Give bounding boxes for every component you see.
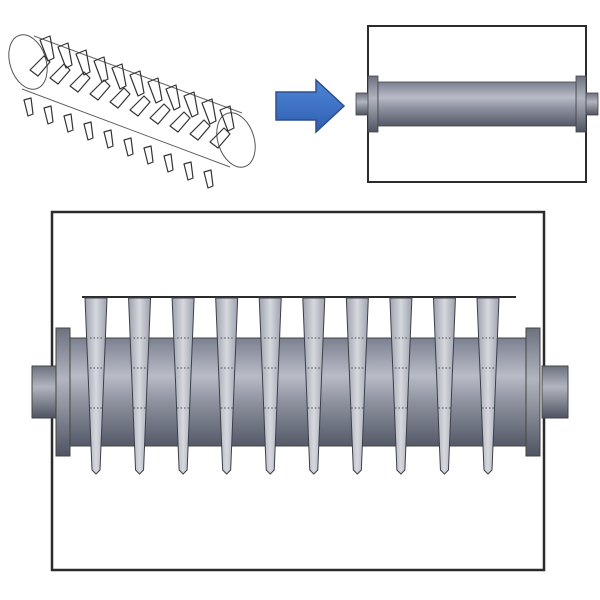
rotor-left-shaft	[31, 365, 57, 419]
rotor-tooth	[84, 297, 108, 475]
rotor-tooth	[128, 297, 152, 475]
flow-arrow	[275, 78, 346, 134]
wireframe-teeth-middle	[29, 55, 231, 149]
rotor-tooth	[476, 297, 500, 475]
plain-drum-view	[355, 25, 599, 183]
rotor-tooth	[432, 297, 456, 475]
rotor-tooth	[389, 297, 413, 475]
wireframe-teeth-upper	[39, 35, 235, 132]
wireframe-teeth-lower	[23, 97, 214, 189]
rotor-tooth	[258, 297, 282, 475]
rotor-tooth	[215, 297, 239, 475]
plain-drum-right-flange	[575, 75, 587, 133]
plain-drum-body	[377, 81, 577, 127]
rotor-tooth	[302, 297, 326, 475]
rotor-tooth	[171, 297, 195, 475]
rotor-tooth	[345, 297, 369, 475]
rotor-right-flange	[525, 327, 541, 457]
wireframe-rotor	[8, 34, 256, 189]
plain-drum-left-flange	[367, 75, 379, 133]
rotor-teeth	[84, 297, 500, 475]
rotor-right-shaft	[541, 365, 569, 419]
rotor-left-flange	[55, 327, 71, 457]
toothed-rotor-view	[31, 210, 569, 572]
